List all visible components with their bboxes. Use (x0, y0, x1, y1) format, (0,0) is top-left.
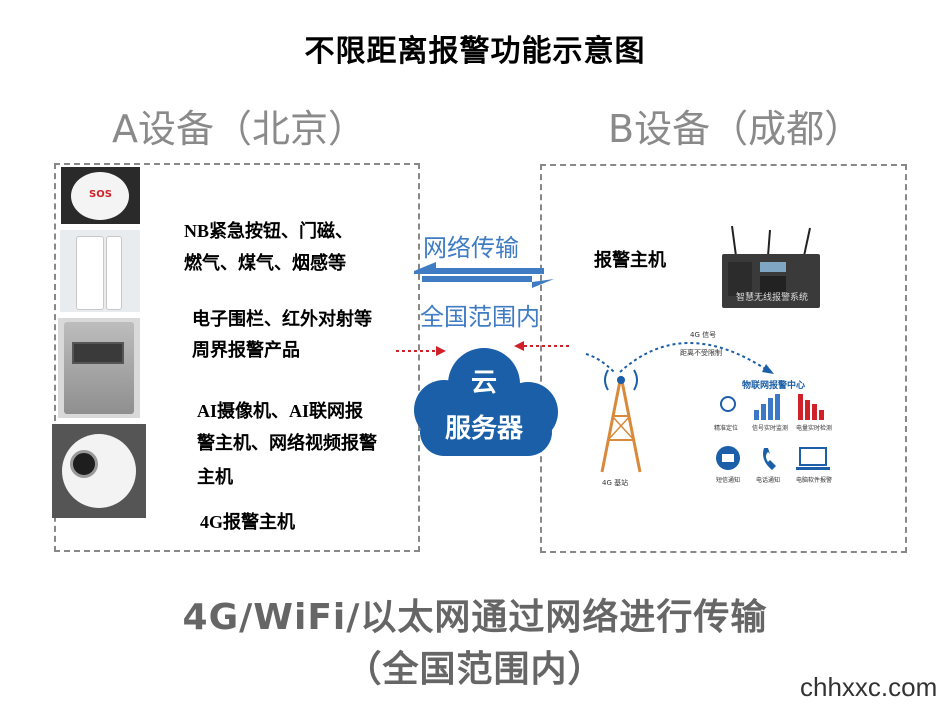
device-b-box (540, 164, 907, 553)
device-a-box (54, 163, 420, 552)
panel-text: 智慧无线报警系统 (736, 293, 809, 303)
cloud-label-line2: 服务器 (444, 414, 523, 444)
iot-center-title: 物联网报警中心 (742, 381, 806, 391)
computer-icon (799, 447, 827, 466)
iot-top-icons (720, 394, 824, 420)
door-sensor-image (60, 230, 140, 312)
label-nb-line1: NB紧急按钮、门磁、 (184, 221, 354, 241)
iot-bottom-icons (716, 446, 830, 470)
iot-item-signal: 信号实时监测 (752, 425, 789, 432)
iot-item-battery: 电量实时检测 (796, 425, 833, 432)
label-ai-line1: AI摄像机、AI联网报 (197, 401, 364, 421)
network-label-line1: 网络传输 (423, 234, 519, 262)
footer-line2: （全国范围内） (345, 649, 605, 690)
left-arrow-to-cloud-icon (396, 346, 446, 356)
right-arrow-to-cloud-icon (514, 341, 570, 351)
tower-label: 4G 基站 (602, 479, 629, 487)
signal-arc-icon (585, 342, 774, 374)
device-b-heading: B设备（成都） (608, 107, 863, 151)
diagram-title: 不限距离报警功能示意图 (304, 34, 646, 69)
fence-alarm-host-image (58, 318, 140, 418)
iot-item-pc: 电脑软件报警 (796, 477, 833, 484)
bidirectional-arrow-icon (414, 262, 554, 288)
label-alarm-host: 报警主机 (594, 250, 666, 271)
iot-item-locate: 精准定位 (714, 425, 739, 432)
signal-label: 4G 信号 (690, 331, 717, 339)
watermark: chhxxc.com (800, 672, 938, 702)
label-4g-host: 4G报警主机 (200, 512, 296, 532)
phone-icon (763, 448, 776, 470)
label-nb-line2: 燃气、煤气、烟感等 (184, 253, 346, 273)
alarm-host-image (722, 226, 820, 308)
cell-tower-icon (600, 369, 642, 473)
ai-camera-image (52, 424, 146, 518)
label-ai-line3: 主机 (197, 467, 233, 487)
distance-label: 距离不受限制 (680, 349, 722, 357)
footer-line1: 4G/WiFi/以太网通过网络进行传输 (182, 597, 768, 638)
network-label-line2: 全国范围内 (420, 303, 540, 331)
label-fence-line1: 电子围栏、红外对射等 (192, 309, 372, 329)
device-a-heading: A设备（北京） (112, 107, 366, 151)
cloud-icon (414, 348, 558, 456)
label-ai-line2: 警主机、网络视频报警 (197, 433, 377, 453)
iot-item-sms: 短信通知 (716, 477, 741, 484)
iot-item-phone: 电话通知 (756, 477, 781, 484)
location-pin-icon (720, 396, 736, 412)
label-fence-line2: 周界报警产品 (192, 340, 300, 360)
cloud-label-line1: 云 (470, 368, 497, 398)
sos-text: SOS (89, 189, 112, 200)
sos-button-image: SOS (61, 167, 140, 224)
